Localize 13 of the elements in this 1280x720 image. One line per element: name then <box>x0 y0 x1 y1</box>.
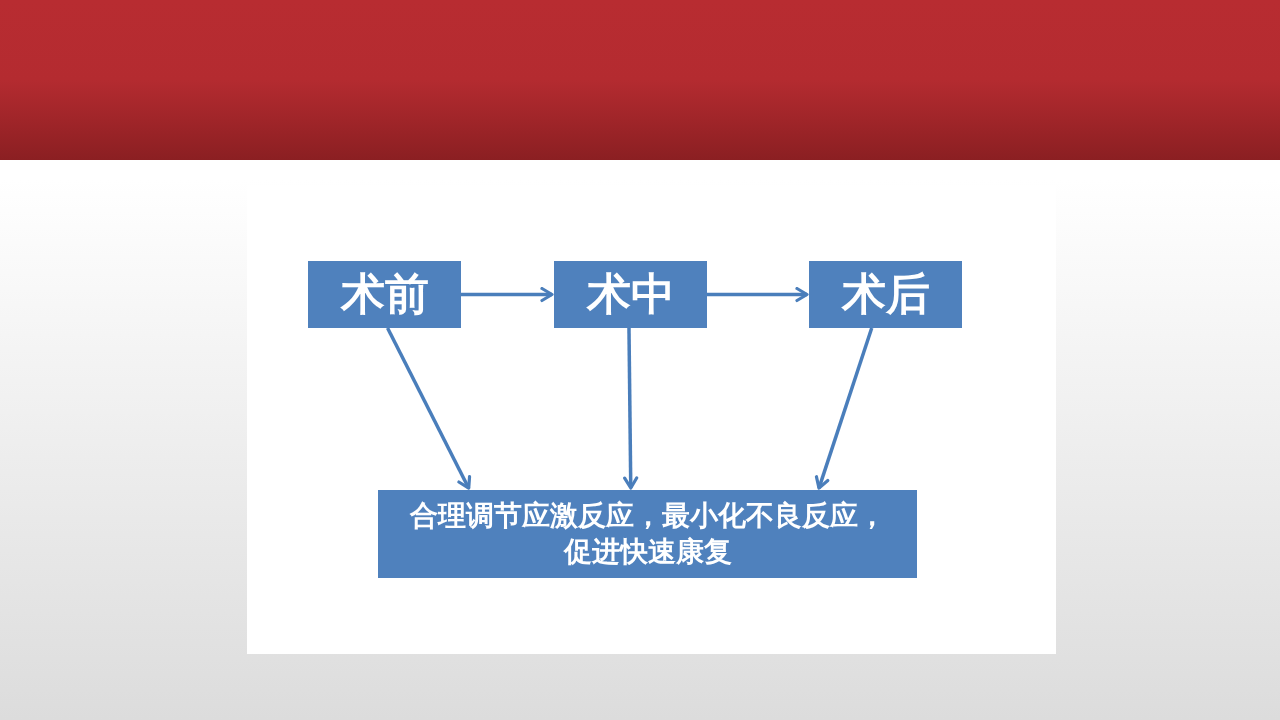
process-box <box>809 261 962 328</box>
box-label: 术后 <box>841 270 930 319</box>
arrow <box>386 327 472 490</box>
arrow <box>814 327 874 490</box>
arrow <box>461 286 554 303</box>
process-box <box>308 261 461 328</box>
arrow <box>623 328 639 490</box>
box-label: 合理调节应激反应，最小化不良反应，促进快速康复 <box>408 497 887 570</box>
arrow <box>707 286 809 303</box>
box-label: 术中 <box>586 270 675 319</box>
result-box <box>378 490 917 578</box>
process-box <box>554 261 707 328</box>
box-label: 术前 <box>340 270 429 319</box>
